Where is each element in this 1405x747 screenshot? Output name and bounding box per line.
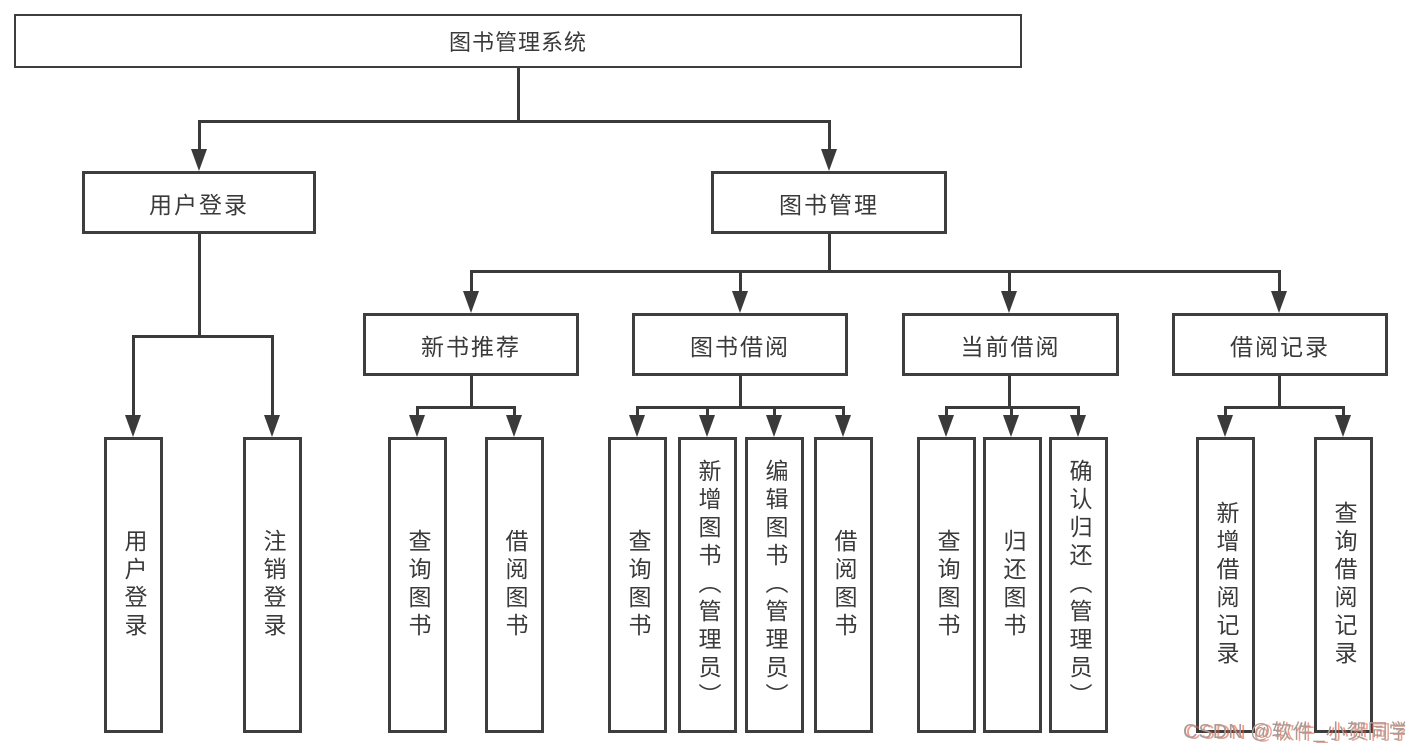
leaf-borrow-books-2-label: 借阅图书	[831, 529, 857, 641]
node-library-system-label: 图书管理系统	[448, 30, 587, 55]
connector-current-borrow-stub	[1008, 375, 1011, 408]
connector-drop-new-book-recommend	[470, 270, 473, 293]
node-new-book-recommend-label: 新书推荐	[421, 333, 521, 360]
connector-new-book-recommend-bar	[416, 406, 516, 409]
connector-drop-current-borrow	[1008, 270, 1011, 293]
connector-book-borrow-bar	[636, 406, 845, 409]
leaf-borrow-books-1: 借阅图书	[485, 437, 544, 733]
arrow-down-icon	[821, 149, 837, 171]
node-borrow-records: 借阅记录	[1172, 313, 1388, 376]
leaf-return-books-label: 归还图书	[1000, 529, 1026, 641]
arrow-down-icon	[1001, 291, 1017, 313]
csdn-watermark: CSDN @软件_小贺同学	[1183, 715, 1405, 744]
connector-drop-leaf	[945, 406, 948, 416]
connector-drop-leaf	[513, 406, 516, 416]
connector-root-bar	[198, 120, 831, 123]
node-new-book-recommend: 新书推荐	[363, 313, 579, 376]
connector-book-management-stub	[828, 234, 831, 273]
leaf-edit-books-admin: 编辑图书（管理员）	[745, 437, 804, 733]
leaf-query-books-1-label: 查询图书	[405, 529, 431, 641]
arrow-down-icon	[766, 415, 782, 437]
arrow-down-icon	[835, 415, 851, 437]
arrow-down-icon	[191, 149, 207, 171]
connector-borrow-records-stub	[1278, 375, 1281, 408]
leaf-user-login-label: 用户登录	[121, 529, 147, 641]
arrow-down-icon	[125, 415, 141, 437]
connector-drop-leaf-logout	[271, 335, 274, 417]
connector-drop-leaf	[1077, 406, 1080, 416]
leaf-logout: 注销登录	[243, 437, 302, 733]
arrow-down-icon	[506, 415, 522, 437]
node-library-system: 图书管理系统	[14, 14, 1022, 68]
leaf-add-books-admin-label: 新增图书（管理员）	[695, 459, 721, 711]
leaf-query-borrow-record: 查询借阅记录	[1314, 437, 1373, 733]
leaf-edit-books-admin-label: 编辑图书（管理员）	[762, 459, 788, 711]
arrow-down-icon	[1335, 415, 1351, 437]
connector-book-management-bar	[470, 270, 1281, 273]
arrow-down-icon	[732, 291, 748, 313]
leaf-query-books-3-label: 查询图书	[934, 529, 960, 641]
leaf-user-login: 用户登录	[104, 437, 163, 733]
connector-root-stub	[517, 68, 520, 120]
leaf-query-books-3: 查询图书	[917, 437, 976, 733]
arrow-down-icon	[1003, 415, 1019, 437]
arrow-down-icon	[264, 415, 280, 437]
connector-drop-leaf	[636, 406, 639, 416]
leaf-add-books-admin: 新增图书（管理员）	[678, 437, 737, 733]
connector-user-login-bar	[132, 335, 274, 338]
connector-book-borrow-stub	[739, 375, 742, 408]
connector-drop-user-login	[198, 120, 201, 151]
leaf-return-books: 归还图书	[983, 437, 1042, 733]
arrow-down-icon	[699, 415, 715, 437]
connector-drop-book-borrow	[739, 270, 742, 293]
leaf-query-borrow-record-label: 查询借阅记录	[1331, 501, 1357, 669]
node-current-borrow-label: 当前借阅	[960, 333, 1061, 360]
connector-drop-leaf	[706, 406, 709, 416]
connector-drop-leaf-user-login	[132, 335, 135, 417]
connector-drop-book-management	[828, 120, 831, 151]
connector-drop-borrow-records	[1278, 270, 1281, 293]
arrow-down-icon	[1271, 291, 1287, 313]
node-book-management: 图书管理	[711, 171, 947, 234]
leaf-borrow-books-1-label: 借阅图书	[502, 529, 528, 641]
csdn-watermark-text: CSDN @软件_小贺同学	[1183, 721, 1405, 743]
connector-drop-leaf	[416, 406, 419, 416]
arrow-down-icon	[629, 415, 645, 437]
arrow-down-icon	[938, 415, 954, 437]
arrow-down-icon	[409, 415, 425, 437]
node-user-login-label: 用户登录	[149, 191, 249, 218]
leaf-borrow-books-2: 借阅图书	[814, 437, 873, 733]
connector-drop-leaf	[1224, 406, 1227, 416]
arrow-down-icon	[463, 291, 479, 313]
leaf-query-books-2-label: 查询图书	[625, 529, 651, 641]
connector-borrow-records-bar	[1224, 406, 1345, 409]
leaf-query-books-2: 查询图书	[608, 437, 667, 733]
leaf-logout-label: 注销登录	[260, 529, 286, 641]
node-book-borrow-label: 图书借阅	[690, 333, 790, 360]
leaf-confirm-return-admin: 确认归还（管理员）	[1049, 437, 1108, 733]
leaf-add-borrow-record-label: 新增借阅记录	[1213, 501, 1239, 669]
connector-new-book-recommend-stub	[470, 375, 473, 408]
node-user-login: 用户登录	[82, 171, 316, 234]
arrow-down-icon	[1070, 415, 1086, 437]
leaf-confirm-return-admin-label: 确认归还（管理员）	[1066, 459, 1092, 711]
leaf-add-borrow-record: 新增借阅记录	[1196, 437, 1255, 733]
connector-user-login-stub	[198, 234, 201, 335]
node-borrow-records-label: 借阅记录	[1230, 333, 1330, 360]
connector-drop-leaf	[773, 406, 776, 416]
node-current-borrow: 当前借阅	[902, 313, 1119, 376]
arrow-down-icon	[1217, 415, 1233, 437]
node-book-borrow: 图书借阅	[632, 313, 848, 376]
leaf-query-books-1: 查询图书	[388, 437, 447, 733]
connector-drop-leaf	[842, 406, 845, 416]
connector-drop-leaf	[1010, 406, 1013, 416]
node-book-management-label: 图书管理	[779, 191, 879, 218]
connector-drop-leaf	[1342, 406, 1345, 416]
